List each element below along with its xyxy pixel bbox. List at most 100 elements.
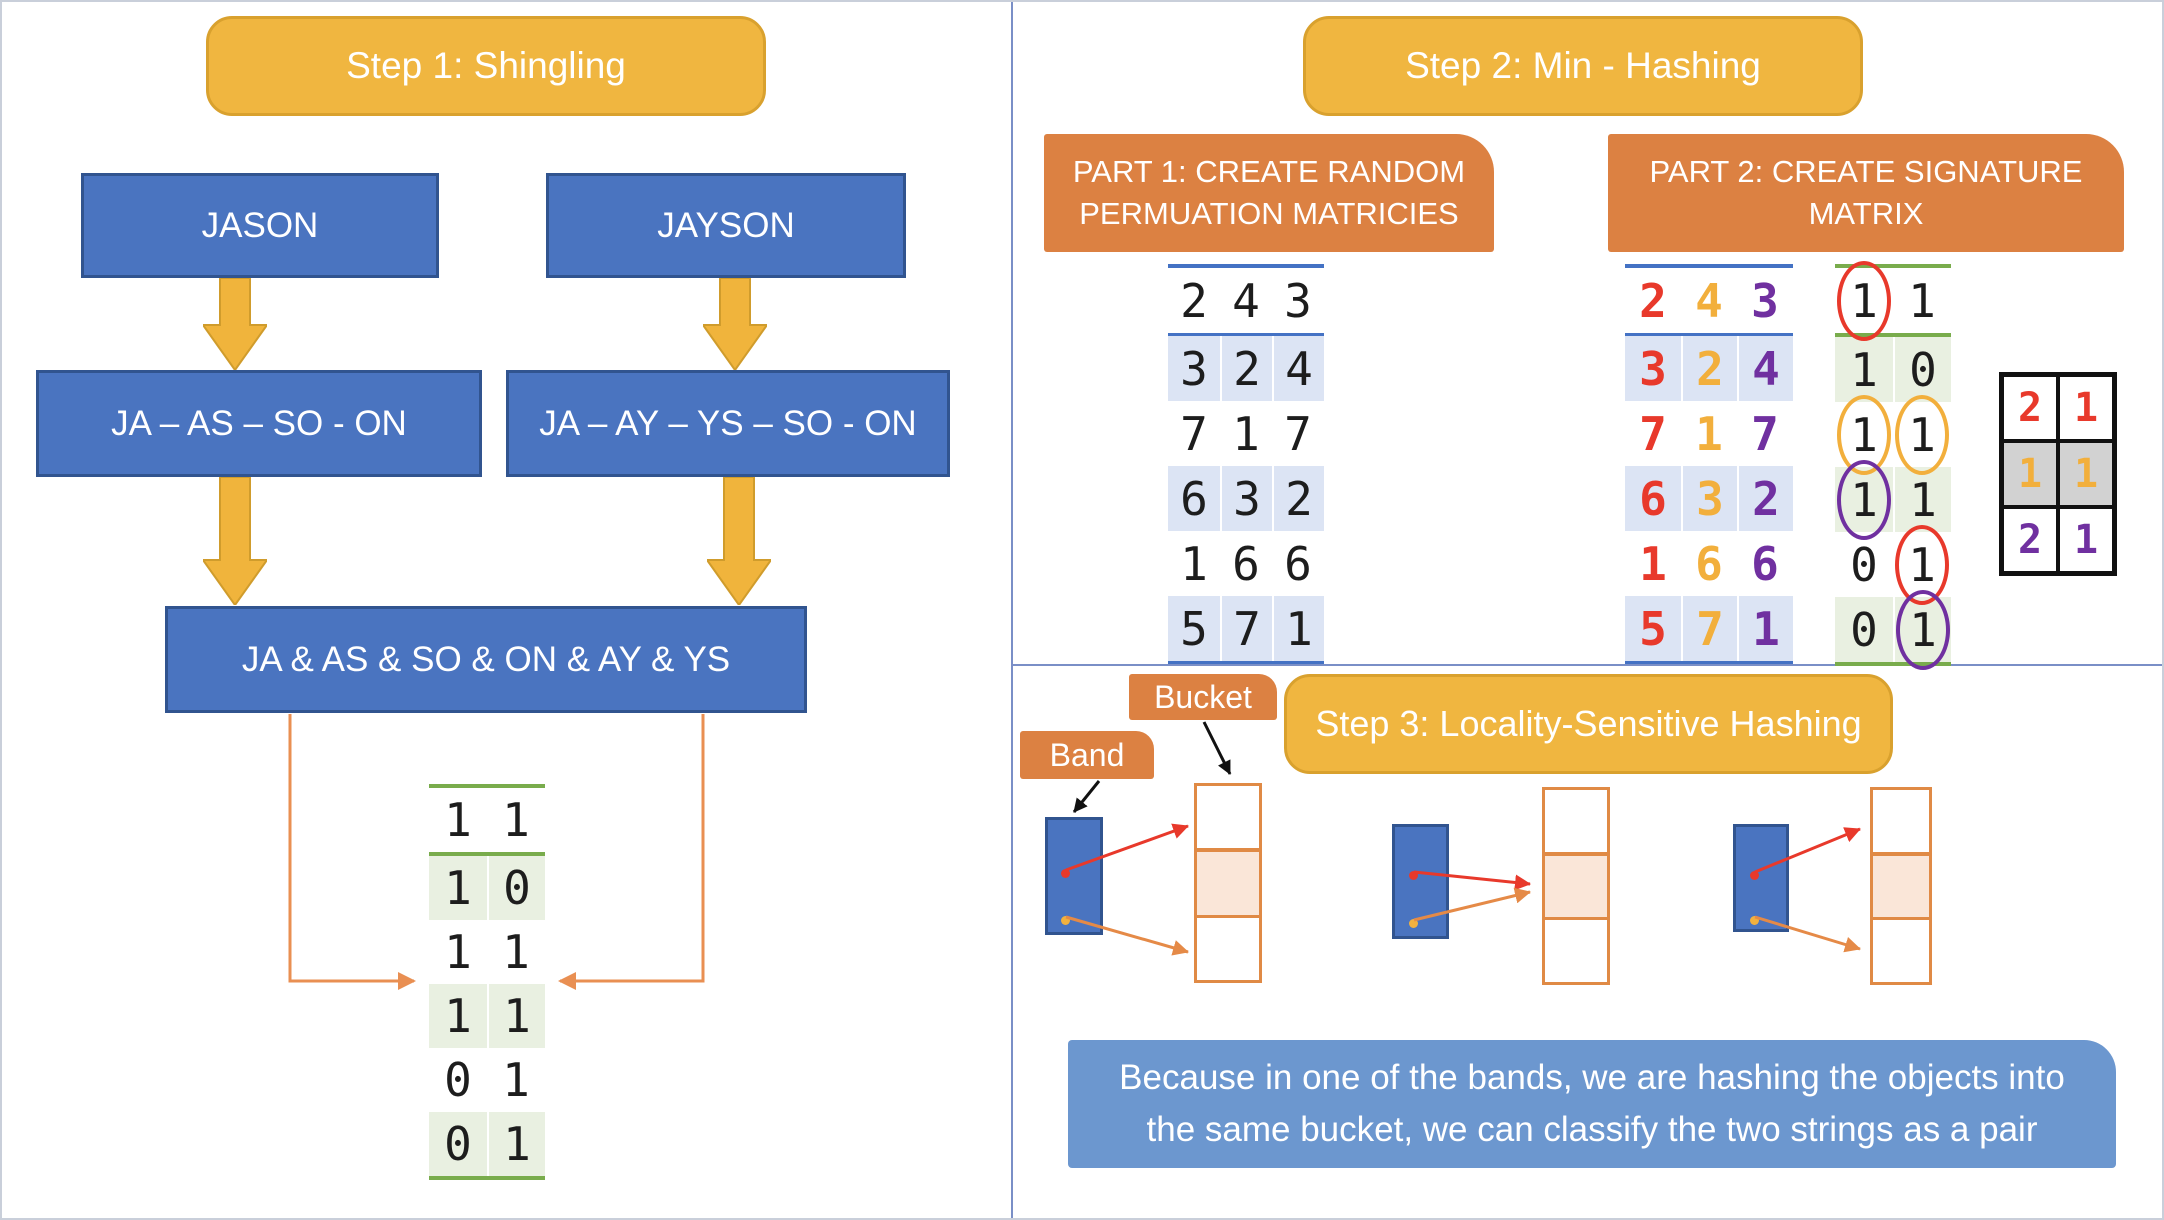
bucket-cell-highlight: [1545, 851, 1607, 921]
matrix-cell: 1: [2058, 441, 2114, 507]
matrix-cell: 2: [1272, 466, 1324, 531]
bucket-cell: [1545, 790, 1607, 852]
matrix-cell: 0: [1850, 537, 1878, 592]
matrix-cell: 6: [1639, 471, 1667, 526]
doc1-box: JASON: [81, 173, 439, 278]
matrix-cell: 1: [1893, 467, 1951, 532]
matrix-cell: 1: [1893, 524, 1951, 605]
matrix-cell: 7: [1180, 406, 1208, 461]
matrix-cell: 0: [444, 1053, 472, 1107]
matrix-cell: 2: [1180, 273, 1208, 328]
bucket-cell: [1197, 918, 1259, 980]
circle-annotation: [1837, 459, 1891, 540]
matrix-cell: 5: [1639, 601, 1667, 656]
matrix-cell: 1: [1180, 536, 1208, 591]
hash-dot-red: [1409, 871, 1418, 880]
matrix-cell: 6: [1751, 536, 1779, 591]
bucket-cell: [1197, 786, 1259, 848]
matrix-cell: 7: [1220, 596, 1272, 661]
matrix-cell: 1: [444, 793, 472, 847]
vertical-divider: [1011, 2, 1013, 1218]
matrix-cell: 1: [502, 793, 530, 847]
shingles2-box: JA – AY – YS – SO - ON: [506, 370, 950, 477]
matrix-cell: 2: [2002, 375, 2058, 441]
matrix-cell: 3: [1751, 273, 1779, 328]
circle-annotation: [1837, 260, 1891, 341]
circle-annotation: [1837, 394, 1891, 475]
matrix-cell: 5: [1180, 601, 1208, 656]
down-arrow-icon: [703, 278, 767, 370]
bucket-cell-highlight: [1873, 851, 1929, 921]
matrix-cell: 2: [2002, 507, 2058, 573]
step2-title-box: Step 2: Min - Hashing: [1303, 16, 1863, 116]
bucket-column: [1194, 783, 1262, 983]
bucket-column: [1542, 787, 1610, 985]
bucket-label: Bucket: [1154, 678, 1252, 715]
matrix-cell: 4: [1232, 273, 1260, 328]
matrix-cell: 1: [487, 1112, 545, 1176]
hash-dot-yellow: [1061, 916, 1070, 925]
bucket-cell-highlight: [1197, 848, 1259, 918]
matrix-cell: 6: [1284, 536, 1312, 591]
matrix-cell: 1: [1835, 260, 1893, 341]
matrix-cell: 3: [1284, 273, 1312, 328]
matrix-cell: 3: [1220, 466, 1272, 531]
step3-title-box: Step 3: Locality-Sensitive Hashing: [1284, 674, 1893, 774]
matrix-cell: 0: [1893, 337, 1951, 402]
matrix-cell: 1: [487, 984, 545, 1048]
matrix-cell: 1: [2058, 375, 2114, 441]
hash-dot-red: [1750, 871, 1759, 880]
conclusion-text: Because in one of the bands, we are hash…: [1119, 1057, 2065, 1150]
band-pointer-arrow: [1072, 780, 1101, 813]
circle-annotation: [1895, 524, 1949, 605]
matrix-cell: 1: [1908, 273, 1936, 328]
matrix-cell: 1: [502, 1053, 530, 1107]
matrix-cell: 1: [1232, 406, 1260, 461]
matrix-cell: 2: [1737, 466, 1793, 531]
step1-title-box: Step 1: Shingling: [206, 16, 766, 116]
bucket-cell: [1873, 790, 1929, 852]
doc2-label: JAYSON: [657, 205, 795, 245]
horizontal-divider: [1013, 664, 2162, 666]
matrix-cell: 6: [1232, 536, 1260, 591]
matrix-cell: 7: [1284, 406, 1312, 461]
band-rect: [1733, 824, 1789, 932]
matrix-cell: 2: [1220, 336, 1272, 401]
bucket-cell: [1545, 920, 1607, 982]
matrix-cell: 1: [1695, 406, 1723, 461]
part1-title-box: PART 1: CREATE RANDOM PERMUATION MATRICI…: [1044, 134, 1494, 252]
matrix-cell: 1: [1737, 596, 1793, 661]
step1-title: Step 1: Shingling: [346, 45, 626, 86]
matrix-cell: 1: [1893, 589, 1951, 670]
matrix-cell: 0: [444, 1117, 472, 1171]
matrix-cell: 1: [2058, 507, 2114, 573]
band-label: Band: [1049, 736, 1125, 773]
elbow-connector-right: [558, 714, 705, 990]
elbow-connector-left: [288, 714, 416, 990]
bucket-label-box: Bucket: [1129, 674, 1277, 720]
matrix-cell: 4: [1272, 336, 1324, 401]
union-label: JA & AS & SO & ON & AY & YS: [241, 639, 731, 679]
shingles1-box: JA – AS – SO - ON: [36, 370, 482, 477]
step2-title: Step 2: Min - Hashing: [1405, 45, 1761, 86]
